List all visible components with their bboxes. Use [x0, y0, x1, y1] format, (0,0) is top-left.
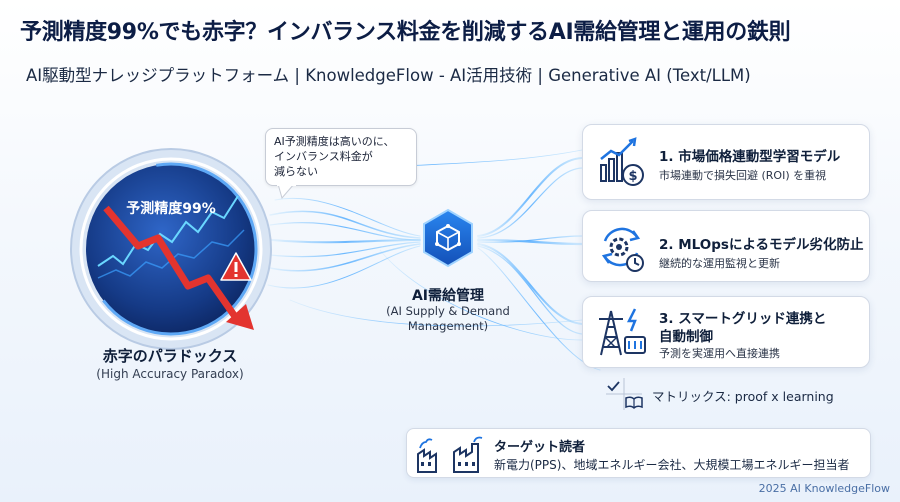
- svg-text:$: $: [628, 169, 637, 184]
- footer-credit: 2025 AI KnowledgeFlow: [758, 482, 890, 495]
- hub-subtitle-line: Management): [407, 319, 489, 333]
- warning-icon: [220, 252, 252, 281]
- page-subtitle: AI駆動型ナレッジプラットフォーム | KnowledgeFlow - AI活用…: [26, 66, 751, 85]
- card-title-line: 3. スマートグリッド連携と: [659, 311, 827, 327]
- speech-bubble-tail: [277, 184, 296, 200]
- speech-bubble: AI予測精度は高いのに、 インバランス料金が 減らない: [265, 128, 417, 186]
- bubble-line: 減らない: [274, 165, 318, 178]
- gauge-label: 予測精度99%: [126, 201, 216, 217]
- factory-icon: [417, 436, 483, 473]
- target-title: ターゲット読者: [494, 440, 586, 455]
- card-market-model: $ 1. 市場価格連動型学習モデル 市場連動で損失回避 (ROI) を重視: [582, 124, 870, 200]
- card-title-line: 自動制御: [659, 329, 713, 345]
- paradox-title: 赤字のパラドックス: [102, 347, 238, 365]
- target-readers-box: [406, 428, 871, 478]
- hub-title: AI需給管理: [411, 288, 485, 304]
- card-title: 1. 市場価格連動型学習モデル: [659, 149, 841, 165]
- check-book-icon: [606, 378, 643, 410]
- card-smart-grid: 3. スマートグリッド連携と 自動制御 予測を実運用へ直接連携: [582, 296, 870, 368]
- target-desc: 新電力(PPS)、地域エネルギー会社、大規模工場エネルギー担当者: [494, 458, 850, 472]
- paradox-subtitle: (High Accuracy Paradox): [96, 367, 244, 381]
- card-desc: 継続的な運用監視と更新: [659, 257, 780, 270]
- card-desc: 市場連動で損失回避 (ROI) を重視: [659, 169, 827, 182]
- bubble-line: AI予測精度は高いのに、: [274, 135, 395, 148]
- gear-cycle-icon: [601, 227, 644, 272]
- matrix-label: マトリックス: proof x learning: [652, 389, 834, 404]
- bubble-line: インバランス料金が: [274, 150, 373, 163]
- hub-subtitle: (AI Supply & Demand Management): [376, 304, 520, 334]
- cube-network-icon: [423, 208, 473, 268]
- power-grid-icon: [599, 308, 646, 356]
- hub-subtitle-line: (AI Supply & Demand: [386, 304, 510, 318]
- card-title: 2. MLOpsによるモデル劣化防止: [659, 237, 864, 253]
- accuracy-gauge: [70, 148, 272, 350]
- chart-dollar-icon: $: [600, 137, 644, 186]
- card-desc: 予測を実運用へ直接連携: [659, 347, 780, 360]
- page-title: 予測精度99%でも赤字？インバランス料金を削減するAI需給管理と運用の鉄則: [20, 20, 791, 45]
- card-mlops: 2. MLOpsによるモデル劣化防止 継続的な運用監視と更新: [582, 210, 870, 282]
